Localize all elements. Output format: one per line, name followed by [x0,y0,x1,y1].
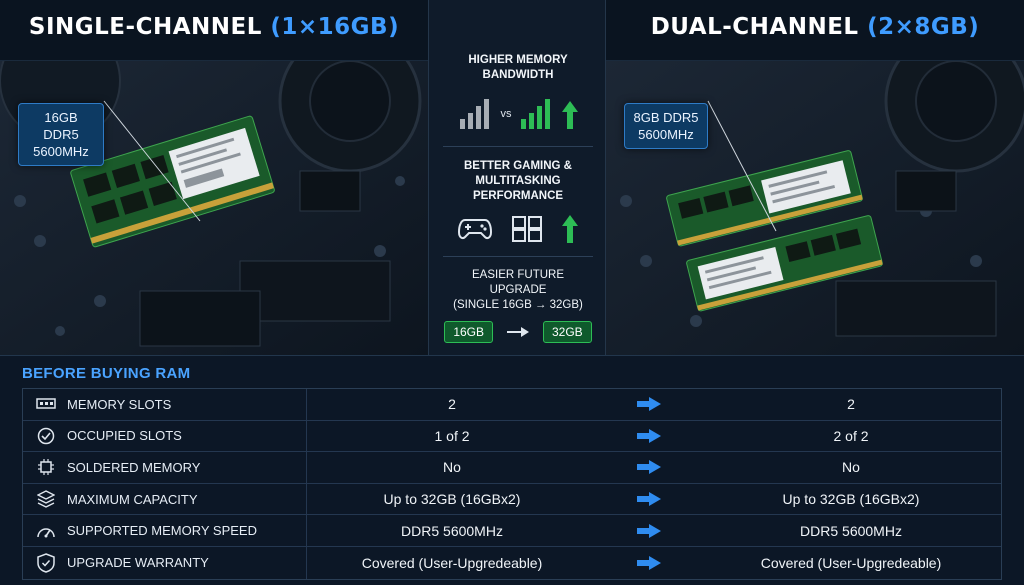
dual-channel-title-text: DUAL-CHANNEL [650,14,868,40]
middle-divider-1 [443,146,593,147]
dual-channel-title-accent: (2×8GB) [867,14,980,40]
bandwidth-title-line1: HIGHER MEMORY [468,54,568,66]
vs-label: vs [500,108,512,120]
gamepad-icon [458,219,492,240]
row-label-text: SOLDERED MEMORY [67,459,201,475]
upgrade-path: 16GB 32GB [429,321,607,343]
gaming-title-line2: MULTITASKING [475,175,561,187]
row-label-text: MAXIMUM CAPACITY [67,491,198,507]
upgrade-title-line3: (SINGLE 16GB → 32GB) [453,299,583,311]
single-channel-title: SINGLE-CHANNEL (1×16GB) [0,14,428,40]
arrow-right-icon [597,397,701,412]
layers-icon [35,490,57,508]
single-channel-value: Covered (User-Upgredeable) [361,554,543,571]
to-capacity-chip: 32GB [543,321,592,343]
table-row: OCCUPIED SLOTS 1 of 2 2 of 2 [23,420,1001,453]
dual-ram-capacity: 8GB DDR5 [633,110,699,125]
gaming-title-line3: PERFORMANCE [472,190,564,202]
table-row: MAXIMUM CAPACITY Up to 32GB (16GBx2) Up … [23,483,1001,516]
dual-channel-title: DUAL-CHANNEL (2×8GB) [606,14,1024,40]
dual-ram-speed: 5600MHz [638,127,694,142]
dual-channel-value: Covered (User-Upgredeable) [760,554,942,571]
single-ram-spec-tag: 16GB DDR5 5600MHz [18,103,104,166]
check-circle-icon [35,427,57,445]
dual-channel-photo: 8GB DDR5 5600MHz [606,60,1024,355]
multitasking-windows-icon [512,216,542,242]
gaming-title-line1: BETTER GAMING & [464,160,572,172]
row-label: MEMORY SLOTS [23,389,307,420]
middle-divider-2 [443,256,593,257]
specs-table: MEMORY SLOTS 2 2 OCCUPIED SLOTS 1 of 2 2… [22,388,1002,580]
single-channel-value: No [443,459,461,476]
single-channel-value: 2 [448,396,456,413]
arrow-right-icon [597,428,701,443]
single-channel-value: Up to 32GB (16GBx2) [383,491,521,508]
row-label-text: UPGRADE WARRANTY [67,555,209,571]
right-arrow-icon [507,327,529,337]
single-ram-speed: 5600MHz [33,144,89,159]
row-label: UPGRADE WARRANTY [23,546,307,579]
single-channel-value: 1 of 2 [434,427,470,444]
chip-icon [35,458,57,476]
gaming-benefit: BETTER GAMING & MULTITASKING PERFORMANCE [429,159,607,244]
table-row: SOLDERED MEMORY No No [23,452,1001,484]
arrow-right-icon [597,492,701,507]
row-label: MAXIMUM CAPACITY [23,483,307,515]
row-label-text: SUPPORTED MEMORY SPEED [67,523,257,539]
single-ram-capacity: 16GB DDR5 [43,110,79,142]
arrow-right-icon [597,523,701,538]
arrow-right-icon [597,460,701,475]
row-label: SOLDERED MEMORY [23,452,307,483]
arrow-right-icon [597,555,701,570]
table-row: MEMORY SLOTS 2 2 [23,389,1001,421]
dual-channel-value: Up to 32GB (16GBx2) [782,491,920,508]
bandwidth-comparison: vs [429,93,607,129]
low-bandwidth-bars-icon [459,99,489,129]
table-row: SUPPORTED MEMORY SPEED DDR5 5600MHz DDR5… [23,515,1001,547]
single-channel-photo: 16GB DDR5 5600MHz [0,60,428,355]
bandwidth-benefit: HIGHER MEMORY BANDWIDTH vs [429,53,607,129]
row-label-text: OCCUPIED SLOTS [67,428,182,444]
performance-up-arrow-icon [562,215,578,243]
shield-icon [35,552,57,573]
single-channel-title-text: SINGLE-CHANNEL [28,14,271,40]
upgrade-title-line1: EASIER FUTURE [471,269,564,281]
laptop-board-single-illustration [0,61,428,355]
bandwidth-up-arrow-icon [561,101,578,129]
single-channel-title-accent: (1×16GB) [270,14,400,40]
dual-ram-spec-tag: 8GB DDR5 5600MHz [624,103,708,149]
dual-channel-value: No [842,459,860,476]
table-heading: BEFORE BUYING RAM [22,365,191,382]
row-label: SUPPORTED MEMORY SPEED [23,515,307,546]
row-label: OCCUPIED SLOTS [23,420,307,452]
benefits-column: HIGHER MEMORY BANDWIDTH vs BETTER GAMING [428,0,606,355]
high-bandwidth-bars-icon [520,99,550,129]
dual-channel-value: 2 of 2 [833,427,869,444]
upgrade-title-line2: UPGRADE [489,284,547,296]
bandwidth-title-line2: BANDWIDTH [482,69,554,81]
gaming-icons [429,214,607,244]
dual-channel-value: DDR5 5600MHz [800,522,902,539]
ram-slot-icon [35,395,57,413]
table-row: UPGRADE WARRANTY Covered (User-Upgredeab… [23,546,1001,579]
upgrade-benefit: EASIER FUTURE UPGRADE (SINGLE 16GB → 32G… [429,268,607,343]
speedometer-icon [35,522,57,540]
row-label-text: MEMORY SLOTS [67,396,172,412]
single-channel-value: DDR5 5600MHz [401,522,503,539]
dual-channel-value: 2 [847,396,855,413]
from-capacity-chip: 16GB [444,321,493,343]
